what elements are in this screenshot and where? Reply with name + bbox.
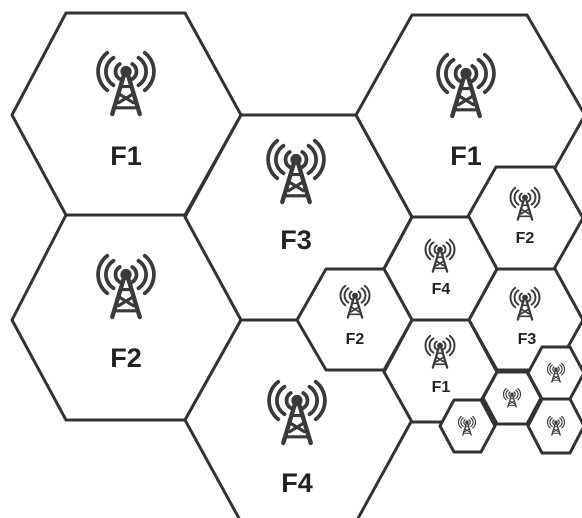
cell-label: F2 <box>346 331 365 348</box>
cell-small-4 <box>526 397 582 455</box>
cell-small-1 <box>438 398 497 454</box>
cell-label: F4 <box>432 281 451 298</box>
cell-label: F1 <box>432 379 451 396</box>
cell-label: F4 <box>281 468 313 498</box>
cell-label: F3 <box>280 225 312 255</box>
cell-label: F2 <box>110 343 142 373</box>
cell-label: F1 <box>110 141 142 171</box>
cell-small-3 <box>526 345 582 401</box>
cell-label: F1 <box>450 141 482 171</box>
cell-label: F2 <box>516 230 535 247</box>
cell-label: F3 <box>518 331 537 348</box>
